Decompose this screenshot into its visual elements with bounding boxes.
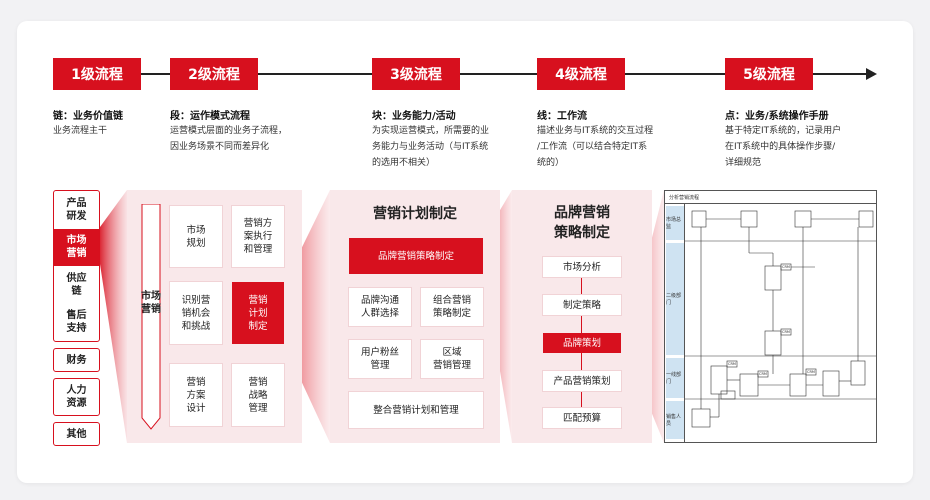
value-chain-item[interactable]: 其他 xyxy=(53,422,100,446)
level-2-box[interactable]: 识别营 销机会 和挑战 xyxy=(170,282,222,344)
level-3-box[interactable]: 整合营销计划和管理 xyxy=(349,392,483,428)
flowchart-system-tag: CRM xyxy=(807,370,815,374)
level-1-title: 链：业务价值链 xyxy=(53,111,123,122)
value-chain-item[interactable]: 人力 资源 xyxy=(53,378,100,416)
level-3-box[interactable]: 用户粉丝 管理 xyxy=(349,340,411,378)
level-5-flowchart: 分析营销流程 市场总监 二级部门 一线部门 销售人员 xyxy=(664,190,877,443)
level-3-panel-title: 营销计划制定 xyxy=(373,206,457,222)
flowchart-lane: 二级部门 xyxy=(666,243,684,355)
level-2-box[interactable]: 营销方 案执行 和管理 xyxy=(232,206,284,267)
flowchart-system-tag: CRM xyxy=(759,372,767,376)
level-3-box-active[interactable]: 品牌营销策略制定 xyxy=(349,238,483,274)
level-4-panel xyxy=(512,190,652,443)
level-2-vertical-arrow xyxy=(141,204,161,430)
value-chain-group-1: 产品 研发 市场 营销 供应 链 售后 支持 xyxy=(53,190,100,342)
level-3-box[interactable]: 品牌沟通 人群选择 xyxy=(349,288,411,326)
flowchart-header: 分析营销流程 xyxy=(665,191,876,204)
value-chain-item[interactable]: 财务 xyxy=(53,348,100,372)
level-1-label: 1级流程 xyxy=(53,58,141,90)
level-3-desc: 为实现运营模式，所需要的业 务能力与业务活动（与IT系统 的选用不相关） xyxy=(372,126,490,168)
connector-2 xyxy=(285,190,330,443)
flowchart-lane: 一线部门 xyxy=(666,358,684,398)
timeline-arrowhead xyxy=(866,68,877,80)
level-4-label: 4级流程 xyxy=(537,58,625,90)
level-4-step[interactable]: 匹配预算 xyxy=(543,408,621,428)
value-chain-item[interactable]: 售后 支持 xyxy=(66,310,87,335)
level-5-label: 5级流程 xyxy=(725,58,813,90)
flowchart-system-tag: CRM xyxy=(728,362,736,366)
flowchart-system-tag: CRM xyxy=(782,265,790,269)
level-2-box[interactable]: 营销 战略 管理 xyxy=(232,364,284,426)
timeline-line xyxy=(60,73,870,75)
level-3-title: 块：业务能力/活动 xyxy=(372,111,456,122)
flowchart-lane-column xyxy=(665,204,685,442)
level-4-step[interactable]: 产品营销策划 xyxy=(543,371,621,391)
flowchart-lane: 市场总监 xyxy=(666,206,684,240)
level-4-step[interactable]: 市场分析 xyxy=(543,257,621,277)
flowchart-system-tag: CRM xyxy=(782,330,790,334)
level-2-label: 2级流程 xyxy=(170,58,258,90)
value-chain-item[interactable]: 产品 研发 xyxy=(66,197,87,222)
level-2-title: 段：运作模式流程 xyxy=(170,111,250,122)
level-4-step[interactable]: 制定策略 xyxy=(543,295,621,315)
level-3-box[interactable]: 组合营销 策略制定 xyxy=(421,288,483,326)
level-4-panel-title: 品牌营销 策略制定 xyxy=(554,205,610,241)
flowchart-lines xyxy=(685,210,876,428)
level-2-desc: 运营模式层面的业务子流程， 因业务场景不同而差异化 xyxy=(170,126,288,152)
level-1-desc: 业务流程主干 xyxy=(53,126,108,136)
value-chain-item[interactable]: 供应 链 xyxy=(66,272,87,297)
level-2-box-active[interactable]: 营销 计划 制定 xyxy=(232,282,284,344)
connector-1 xyxy=(100,190,127,443)
level-2-box[interactable]: 营销 方案 设计 xyxy=(170,364,222,426)
level-3-label: 3级流程 xyxy=(372,58,460,90)
level-5-title: 点：业务/系统操作手册 xyxy=(725,111,829,122)
level-2-box[interactable]: 市场 规划 xyxy=(170,206,222,267)
level-4-title: 线：工作流 xyxy=(537,111,587,122)
level-4-desc: 描述业务与IT系统的交互过程 /工作流（可以结合特定IT系 统的） xyxy=(537,126,654,168)
flowchart-lane: 销售人员 xyxy=(666,401,684,439)
value-chain-item-active[interactable]: 市场 营销 xyxy=(54,228,99,266)
level-3-box[interactable]: 区域 营销管理 xyxy=(421,340,483,378)
level-2-vertical-label: 市场 营销 xyxy=(141,291,161,315)
level-5-desc: 基于特定IT系统的，记录用户 在IT系统中的具体操作步骤/ 详细规范 xyxy=(725,126,842,168)
level-4-step-active[interactable]: 品牌策划 xyxy=(543,333,621,353)
